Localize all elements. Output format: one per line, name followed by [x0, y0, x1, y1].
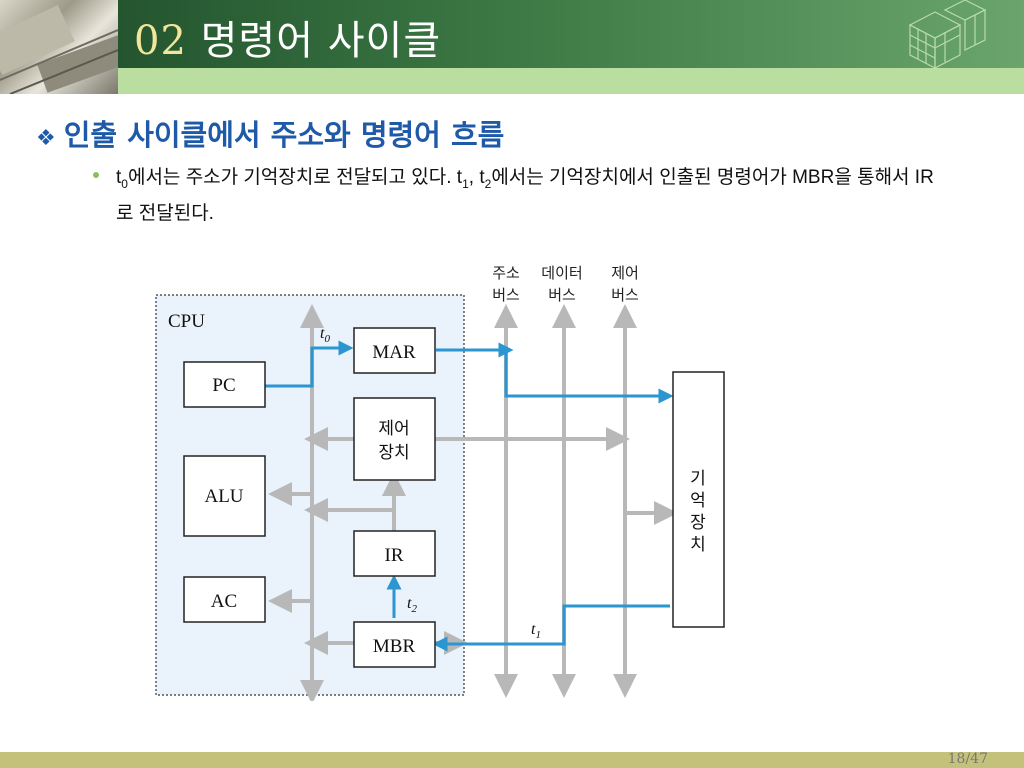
mar-label: MAR: [372, 342, 416, 363]
bullet-t0: t: [116, 167, 122, 188]
data-bus-label-1: 데이터: [541, 264, 582, 282]
heading-text: 인출 사이클에서 주소와 명령어 흐름: [63, 118, 505, 152]
diamond-bullet-icon: ❖: [36, 126, 56, 151]
section-title: 명령어 사이클: [200, 18, 442, 64]
ir-box: IR: [353, 530, 436, 577]
bullet-sub2: 2: [484, 176, 492, 191]
data-bus-label-2: 버스: [548, 286, 576, 304]
bullet-text: t0에서는 주소가 기억장치로 전달되고 있다. t1, t2에서는 기억장치에…: [116, 163, 936, 228]
memory-char-1: 기: [690, 469, 706, 489]
cubes-decoration-icon: [908, 0, 987, 69]
pc-to-mar-flow: [263, 340, 354, 388]
control-bus-label-2: 버스: [611, 286, 639, 304]
header-bar: [118, 0, 1024, 68]
ir-label: IR: [385, 545, 404, 566]
memory-box: 기 억 장 치: [672, 371, 725, 628]
address-bus-label-1: 주소: [492, 264, 520, 282]
fetch-cycle-diagram: CPU 주소 버스 데이터 버스 제어 버스 t0 t1 t2 PC ALU A…: [155, 264, 725, 701]
slide-title: 02 명령어 사이클: [134, 8, 441, 66]
header-strip: [118, 68, 1024, 94]
control-unit-label-1: 제어: [378, 419, 409, 439]
memory-char-3: 장: [690, 513, 706, 533]
pc-label: PC: [212, 375, 235, 396]
section-heading: ❖ 인출 사이클에서 주소와 명령어 흐름: [36, 112, 504, 154]
address-bus-label-2: 버스: [492, 286, 520, 304]
control-unit-box: 제어 장치: [353, 397, 436, 481]
alu-box: ALU: [183, 455, 266, 537]
t2-label: t2: [407, 595, 417, 615]
control-unit-label-2: 장치: [378, 443, 409, 463]
bullet-part2: 에서는 주소가 기억장치로 전달되고 있다. t: [127, 167, 463, 188]
ac-box: AC: [183, 576, 266, 623]
header-photo: [0, 0, 118, 94]
memory-char-2: 억: [690, 491, 706, 511]
memory-to-mbr-flow: [432, 604, 670, 652]
t0-label: t0: [320, 325, 330, 345]
address-to-memory-flow: [504, 350, 674, 404]
ac-label: AC: [211, 591, 237, 612]
memory-char-4: 치: [690, 535, 706, 555]
mbr-box: MBR: [353, 621, 436, 668]
bullet-sub1: 1: [462, 176, 469, 191]
mar-box: MAR: [353, 327, 436, 374]
keyboard-photo-icon: [0, 4, 118, 94]
slide-header: 02 명령어 사이클: [0, 0, 1024, 94]
alu-label: ALU: [204, 486, 243, 507]
mbr-label: MBR: [373, 636, 416, 657]
pc-box: PC: [183, 361, 266, 408]
t1-label: t1: [531, 621, 541, 641]
control-bus-label-1: 제어: [611, 264, 639, 282]
page-number: 18/47: [947, 751, 988, 767]
bullet-sub0: 0: [121, 176, 128, 191]
bullet-dot-icon: [93, 172, 99, 178]
bullet-part4: 에서는 기억장치에서 인출된 명령어가 MBR을 통해서 IR로 전달된다.: [116, 167, 934, 224]
bullet-part3: , t: [468, 167, 485, 188]
section-number: 02: [134, 18, 187, 64]
slide-footer: [0, 752, 1024, 768]
cpu-label: CPU: [168, 311, 205, 332]
